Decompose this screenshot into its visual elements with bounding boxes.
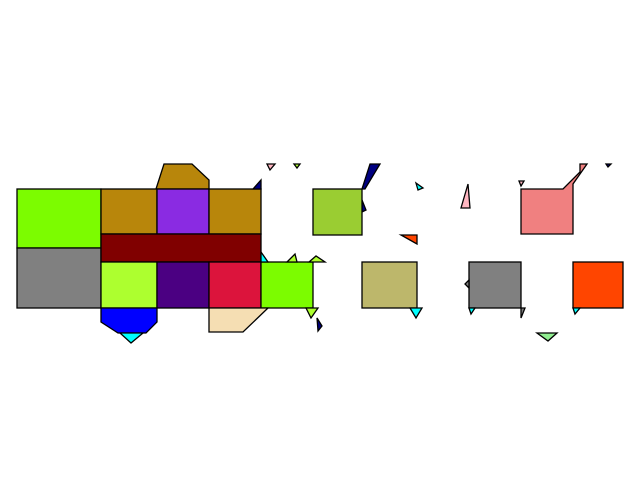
shard-cyan-c — [408, 307, 424, 320]
square-darkgoldenrod-right — [208, 188, 262, 235]
square-darkgoldenrod-left — [100, 188, 158, 235]
bar-maroon — [100, 233, 262, 263]
shard-cyan-b — [414, 181, 425, 191]
pentagon-blue — [100, 307, 158, 334]
shard-gray-right — [520, 307, 526, 319]
shard-cyan-a — [260, 249, 270, 263]
square-yellowgreen — [312, 188, 363, 236]
shard-navy-a — [251, 178, 262, 190]
octagon-cap-darkgoldenrod — [155, 163, 210, 190]
shard-cyan-e — [572, 307, 582, 316]
shard-greenyellow-c — [304, 307, 320, 320]
shard-greenyellow-a — [285, 252, 298, 263]
square-greenyellow — [100, 261, 158, 309]
shard-greenyellow-b — [307, 255, 328, 263]
shard-greenyellow-d — [292, 163, 302, 170]
triangle-lightgreen — [535, 332, 559, 342]
shard-lightpink-b — [518, 180, 526, 188]
square-gray-large — [16, 247, 102, 309]
bowtie-navy — [361, 163, 382, 190]
square-darkkhaki — [361, 261, 418, 309]
square-lightcoral — [520, 163, 589, 235]
square-blueviolet — [156, 188, 210, 235]
shard-cyan-d — [468, 307, 477, 316]
sliver-lightpink — [460, 183, 471, 209]
square-crimson — [208, 261, 262, 309]
square-orangered — [572, 261, 624, 309]
square-lawngreen-large — [16, 188, 102, 249]
shard-gray-left — [464, 278, 470, 290]
shard-navy-c — [604, 163, 613, 169]
polygon-wheat — [208, 307, 270, 333]
square-gray-small — [468, 261, 522, 309]
square-indigo — [156, 261, 210, 309]
shard-lightpink-a — [265, 163, 277, 172]
triangle-cyan-bottom — [118, 332, 145, 344]
shard-navy-b — [316, 317, 323, 333]
triangle-orangered-small — [398, 234, 418, 246]
square-lawngreen-small — [260, 261, 314, 309]
